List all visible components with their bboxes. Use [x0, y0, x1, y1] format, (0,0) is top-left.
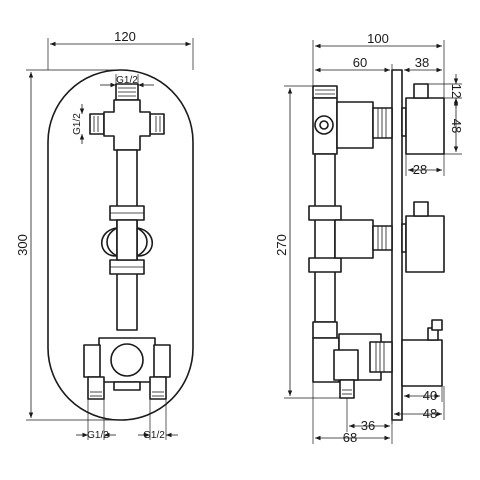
dim-handle-offset: 38: [404, 55, 442, 73]
dim-side-depth-label: 100: [367, 31, 389, 46]
dim-thread-top: G1/2: [100, 74, 154, 88]
thread-bottom-left-label: G1/2: [87, 430, 109, 441]
bottom-connector: [83, 337, 171, 400]
dim-handle-width-top: 28: [405, 154, 445, 177]
dim-side-height: 270: [274, 85, 340, 399]
dim-outlet-offset-label: 36: [361, 418, 375, 433]
dim-thread-bottom: G1/2 G1/2: [76, 399, 178, 441]
dim-side-depth-bottom: 68: [312, 382, 393, 445]
dim-handle-width-top-label: 28: [413, 162, 427, 177]
dim-side-height-label: 270: [274, 234, 289, 256]
side-bottom-connector: [312, 319, 443, 399]
dim-handle-gap: 12: [428, 74, 464, 108]
side-pipe: [314, 153, 336, 323]
middle-valve: [100, 205, 154, 275]
dim-handle-gap-label: 12: [449, 84, 464, 98]
side-view: 100 60 38 12 48: [274, 31, 464, 445]
dim-handle-height: 48: [444, 100, 464, 155]
dim-side-body-label: 60: [353, 55, 367, 70]
dim-handle-height-label: 48: [449, 119, 464, 133]
dim-front-width: 120: [47, 29, 194, 70]
cover-plate: [47, 69, 194, 421]
side-top-valve: [312, 83, 445, 155]
side-middle-valve: [308, 201, 445, 273]
thread-top-label: G1/2: [116, 75, 138, 86]
dim-cover-width-bottom: 48: [391, 386, 445, 424]
thread-left-label: G1/2: [72, 113, 83, 135]
top-cross-fitting: [89, 83, 165, 151]
side-cover-plate: [391, 69, 403, 421]
dim-side-depth-bottom-label: 68: [343, 430, 357, 445]
dim-thread-left: G1/2: [72, 104, 85, 144]
dim-side-depth: 100: [312, 31, 445, 98]
dim-outlet-offset: 36: [346, 398, 393, 433]
dim-side-body: 60: [315, 55, 393, 73]
dim-handle-width-bottom-label: 40: [423, 388, 437, 403]
front-view: 120 300 G1/2 G1/2: [15, 29, 194, 441]
dim-front-width-label: 120: [114, 29, 136, 44]
thread-bottom-right-label: G1/2: [143, 430, 165, 441]
dim-cover-width-bottom-label: 48: [423, 406, 437, 421]
dim-handle-offset-label: 38: [415, 55, 429, 70]
dim-front-height-label: 300: [15, 234, 30, 256]
